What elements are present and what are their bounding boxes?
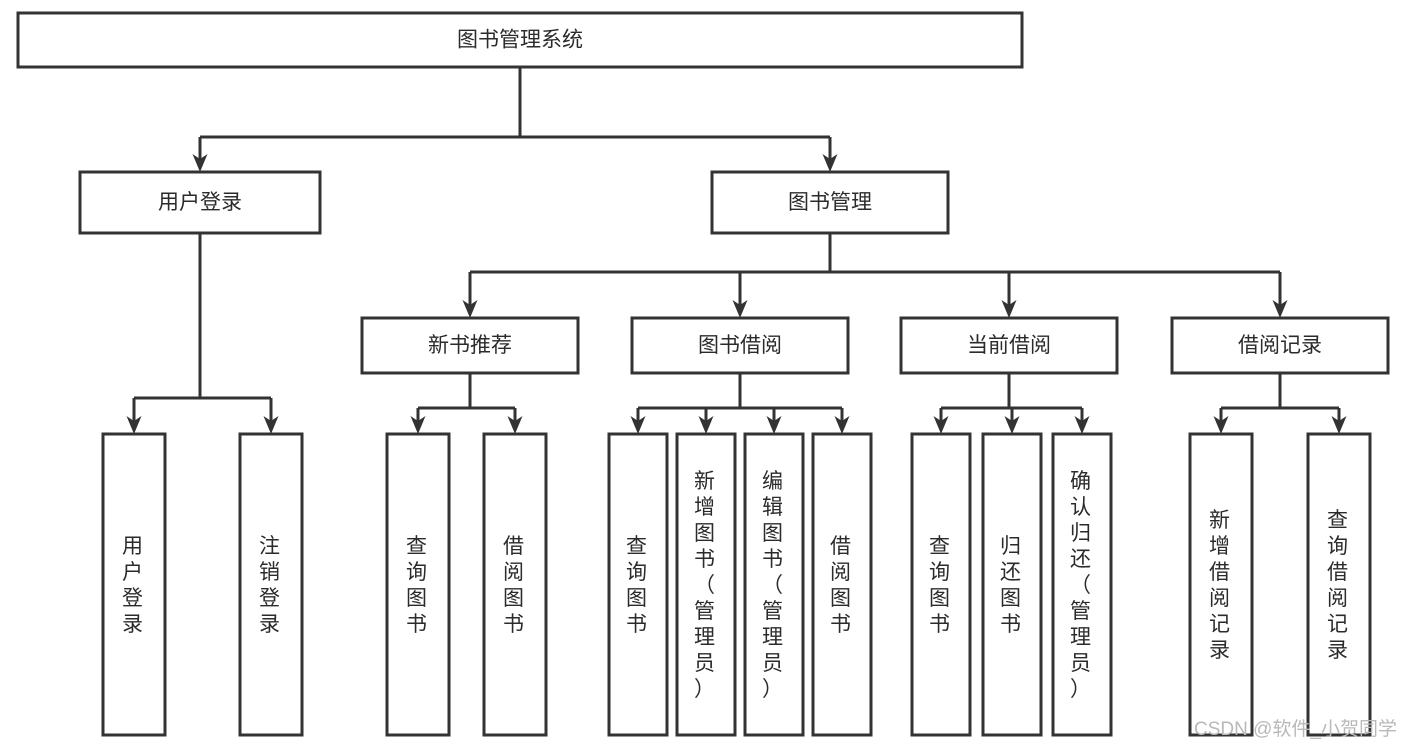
node-borrow-record[interactable]: 借阅记录 [1170, 316, 1390, 375]
arrow-icon-leaf-confirm-return-admin [1074, 416, 1090, 434]
node-box-book-borrow[interactable] [630, 316, 850, 375]
node-box-book-manage[interactable] [710, 170, 950, 235]
arrow-icon-leaf-query-book-3 [933, 416, 949, 434]
node-box-leaf-user-login[interactable] [101, 432, 167, 737]
arrow-icon-leaf-add-borrow-record [1213, 416, 1229, 434]
arrow-icon-leaf-logout [263, 416, 279, 434]
node-label-root: 图书管理系统 [457, 29, 583, 52]
node-leaf-add-book-admin[interactable]: 新增图书（管理员） [675, 432, 737, 737]
node-box-leaf-query-borrow-record[interactable] [1306, 432, 1372, 737]
arrow-icon-leaf-query-borrow-record [1331, 416, 1347, 434]
node-label-leaf-add-book-admin: 新增图书（管理员） [694, 470, 718, 701]
node-root[interactable]: 图书管理系统 [16, 11, 1024, 69]
node-box-leaf-add-book-admin[interactable] [675, 432, 737, 737]
arrow-icon-leaf-query-book-1 [410, 416, 426, 434]
arrow-icon-book-manage [822, 154, 838, 172]
node-label-leaf-query-book-2: 查询图书 [626, 535, 650, 636]
arrow-icon-leaf-return-book [1004, 416, 1020, 434]
node-label-new-book-recommend: 新书推荐 [428, 334, 512, 357]
edge-group-borrow-record [1213, 373, 1347, 434]
node-layer: 图书管理系统用户登录图书管理新书推荐图书借阅当前借阅借阅记录用户登录注销登录查询… [16, 11, 1390, 737]
node-leaf-query-book-3[interactable]: 查询图书 [910, 432, 972, 737]
node-label-leaf-edit-book-admin: 编辑图书（管理员） [762, 470, 786, 701]
node-leaf-borrow-book-2[interactable]: 借阅图书 [811, 432, 873, 737]
arrow-icon-current-borrow [1001, 300, 1017, 318]
node-box-leaf-query-book-2[interactable] [607, 432, 669, 737]
edge-group-current-borrow [933, 373, 1090, 434]
node-label-leaf-query-borrow-record: 查询借阅记录 [1327, 509, 1351, 662]
node-box-leaf-logout[interactable] [238, 432, 304, 737]
watermark-text: CSDN @软件_小贺同学 [1194, 719, 1397, 740]
edge-layer [126, 67, 1347, 434]
node-leaf-edit-book-admin[interactable]: 编辑图书（管理员） [743, 432, 805, 737]
node-leaf-return-book[interactable]: 归还图书 [981, 432, 1043, 737]
node-label-leaf-add-borrow-record: 新增借阅记录 [1209, 509, 1233, 662]
arrow-icon-leaf-user-login [126, 416, 142, 434]
node-new-book-recommend[interactable]: 新书推荐 [360, 316, 580, 375]
node-label-book-borrow: 图书借阅 [698, 334, 782, 357]
node-label-book-manage: 图书管理 [788, 191, 872, 214]
node-leaf-confirm-return-admin[interactable]: 确认归还（管理员） [1051, 432, 1113, 737]
node-label-user-login: 用户登录 [158, 191, 242, 214]
node-label-leaf-borrow-book-2: 借阅图书 [830, 535, 854, 636]
node-box-leaf-return-book[interactable] [981, 432, 1043, 737]
arrow-icon-borrow-record [1272, 300, 1288, 318]
node-box-leaf-confirm-return-admin[interactable] [1051, 432, 1113, 737]
node-leaf-query-borrow-record[interactable]: 查询借阅记录 [1306, 432, 1372, 737]
arrow-icon-new-book-recommend [462, 300, 478, 318]
node-leaf-query-book-2[interactable]: 查询图书 [607, 432, 669, 737]
node-box-new-book-recommend[interactable] [360, 316, 580, 375]
arrow-icon-leaf-borrow-book-2 [834, 416, 850, 434]
edge-group-book-manage [462, 233, 1288, 318]
node-book-borrow[interactable]: 图书借阅 [630, 316, 850, 375]
node-box-leaf-query-book-1[interactable] [385, 432, 451, 737]
node-box-leaf-query-book-3[interactable] [910, 432, 972, 737]
node-box-leaf-borrow-book-1[interactable] [482, 432, 548, 737]
node-label-leaf-query-book-3: 查询图书 [929, 535, 953, 636]
node-box-root[interactable] [16, 11, 1024, 69]
node-label-leaf-confirm-return-admin: 确认归还（管理员） [1070, 470, 1094, 701]
node-user-login[interactable]: 用户登录 [78, 170, 322, 235]
node-label-current-borrow: 当前借阅 [967, 334, 1051, 357]
node-current-borrow[interactable]: 当前借阅 [899, 316, 1119, 375]
node-label-leaf-return-book: 归还图书 [1000, 535, 1024, 636]
node-book-manage[interactable]: 图书管理 [710, 170, 950, 235]
node-label-leaf-query-book-1: 查询图书 [406, 535, 430, 636]
node-label-leaf-borrow-book-1: 借阅图书 [503, 535, 527, 636]
edge-group-root [192, 67, 838, 172]
node-label-leaf-logout: 注销登录 [259, 535, 283, 636]
node-label-borrow-record: 借阅记录 [1238, 334, 1322, 357]
node-box-leaf-edit-book-admin[interactable] [743, 432, 805, 737]
arrow-icon-leaf-edit-book-admin [766, 416, 782, 434]
node-box-current-borrow[interactable] [899, 316, 1119, 375]
node-box-leaf-borrow-book-2[interactable] [811, 432, 873, 737]
node-leaf-logout[interactable]: 注销登录 [238, 432, 304, 737]
node-leaf-user-login[interactable]: 用户登录 [101, 432, 167, 737]
arrow-icon-user-login [192, 154, 208, 172]
node-leaf-borrow-book-1[interactable]: 借阅图书 [482, 432, 548, 737]
node-box-borrow-record[interactable] [1170, 316, 1390, 375]
arrow-icon-leaf-query-book-2 [630, 416, 646, 434]
node-box-user-login[interactable] [78, 170, 322, 235]
edge-group-user-login [126, 233, 279, 434]
arrow-icon-leaf-add-book-admin [698, 416, 714, 434]
edge-group-new-book-recommend [410, 373, 523, 434]
node-label-leaf-user-login: 用户登录 [122, 535, 146, 636]
node-leaf-add-borrow-record[interactable]: 新增借阅记录 [1188, 432, 1254, 737]
node-leaf-query-book-1[interactable]: 查询图书 [385, 432, 451, 737]
node-box-leaf-add-borrow-record[interactable] [1188, 432, 1254, 737]
arrow-icon-leaf-borrow-book-1 [507, 416, 523, 434]
arrow-icon-book-borrow [732, 300, 748, 318]
edge-group-book-borrow [630, 373, 850, 434]
